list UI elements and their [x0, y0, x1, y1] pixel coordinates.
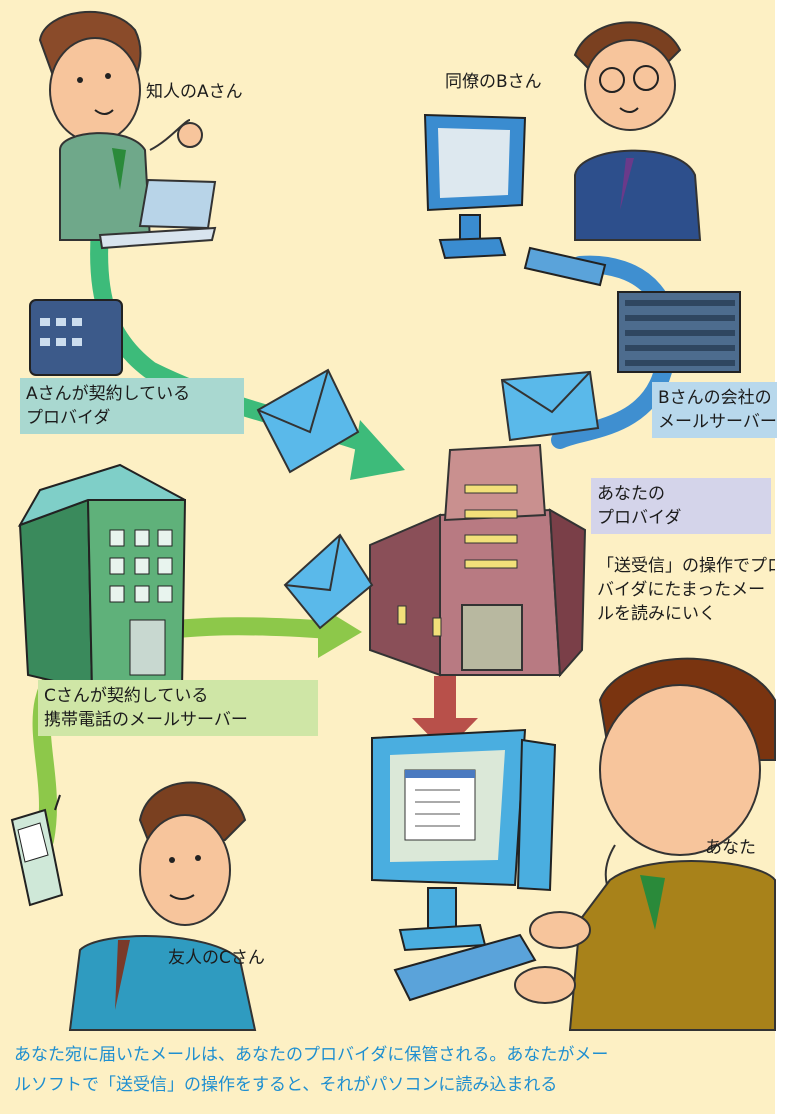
your-provider-line-2: プロバイダ [597, 508, 682, 528]
server-b-line-1: Bさんの会社の [658, 388, 772, 408]
envelope-icon [256, 368, 360, 474]
envelope-icon [500, 370, 600, 442]
person-b-label: 同僚のBさん [445, 72, 542, 92]
provider-a-line-2: プロバイダ [26, 408, 111, 428]
your-provider-box: あなたの プロバイダ [591, 478, 771, 534]
person-c-label: 友人のCさん [168, 948, 265, 968]
your-computer-icon [371, 728, 557, 1002]
person-a-icon [38, 10, 203, 241]
building-c-icon [17, 463, 187, 692]
operation-note-line-1: 「送受信」の操作でプロ [597, 556, 775, 576]
server-c-line-1: Cさんが契約している [44, 686, 209, 706]
you-person-icon [514, 657, 776, 1031]
your-provider-building-icon [369, 443, 587, 678]
operation-note: 「送受信」の操作でプロ バイダにたまったメー ルを読みにいく [597, 554, 775, 626]
cellphone-icon [10, 794, 64, 907]
you-label: あなた [705, 838, 756, 858]
server-c-line-2: 携帯電話のメールサーバー [44, 710, 248, 730]
download-arrow-shaft [434, 676, 456, 724]
desktop-b-icon [423, 113, 607, 287]
server-c-box: Cさんが契約している 携帯電話のメールサーバー [38, 680, 318, 736]
operation-note-line-3: ルを読みにいく [597, 604, 716, 624]
server-b-box: Bさんの会社の メールサーバー [652, 382, 777, 438]
caption: あなた宛に届いたメールは、あなたのプロバイダに保管される。あなたがメー ルソフト… [14, 1040, 608, 1100]
envelope-icon [283, 533, 374, 630]
person-b-icon [573, 21, 702, 241]
server-b-line-2: メールサーバー [658, 412, 777, 432]
person-c-icon [68, 781, 257, 1031]
provider-a-box: Aさんが契約している プロバイダ [20, 378, 244, 434]
laptop-icon [98, 178, 217, 250]
your-provider-line-1: あなたの [597, 484, 665, 504]
server-rack-icon [617, 291, 741, 373]
operation-note-line-2: バイダにたまったメー [597, 580, 766, 600]
provider-a-line-1: Aさんが契約している [26, 384, 191, 404]
caption-line-1: あなた宛に届いたメールは、あなたのプロバイダに保管される。あなたがメー [14, 1045, 609, 1065]
person-a-label: 知人のAさん [146, 82, 243, 102]
caption-line-2: ルソフトで「送受信」の操作をすると、それがパソコンに読み込まれる [14, 1075, 558, 1095]
route-a-arrowhead [350, 420, 405, 480]
provider-a-building-icon [29, 299, 123, 376]
